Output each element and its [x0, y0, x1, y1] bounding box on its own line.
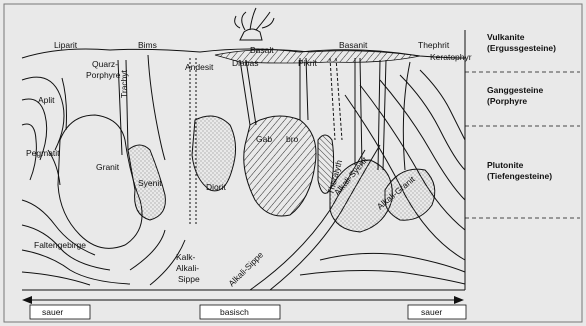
label-trachyt: Trachyt — [119, 69, 129, 98]
acidity-scale: sauer basisch sauer — [22, 296, 466, 319]
zone-plutonite-subtitle: (Tiefengesteine) — [487, 171, 552, 181]
label-bims: Bims — [138, 40, 157, 50]
label-porphyre: Porphyre — [86, 70, 121, 80]
label-faltengebirge: Faltengebirge — [34, 240, 86, 250]
label-quarz: Quarz- — [92, 59, 118, 69]
label-alkali: Alkali- — [176, 263, 199, 273]
zone-vulkanite-title: Vulkanite — [487, 32, 525, 42]
diorit-body — [192, 116, 236, 191]
granit-pluton — [58, 115, 142, 248]
label-syenit: Syenit — [138, 178, 162, 188]
scale-middle-label: basisch — [220, 307, 249, 317]
label-aplit: Aplit — [38, 95, 55, 105]
label-liparit: Liparit — [54, 40, 78, 50]
zone-ganggesteine-subtitle: (Porphyre — [487, 96, 527, 106]
label-pikrit: Pikrit — [298, 58, 318, 68]
label-bro: bro — [286, 134, 299, 144]
label-granit: Granit — [96, 162, 120, 172]
label-diabas: Diabas — [232, 58, 258, 68]
label-basalt: Basalt — [250, 45, 274, 55]
label-andesit: Andesit — [185, 62, 214, 72]
pikrit-dike — [330, 58, 342, 140]
cross-section — [22, 30, 465, 290]
label-sippe: Sippe — [178, 274, 200, 284]
zone-ganggesteine-title: Ganggesteine — [487, 85, 543, 95]
scale-left-label: sauer — [42, 307, 63, 317]
scale-right-label: sauer — [421, 307, 442, 317]
volcanic-eruption — [235, 8, 274, 40]
zone-vulkanite-subtitle: (Ergussgesteine) — [487, 43, 556, 53]
label-thephrit: Thephrit — [418, 40, 450, 50]
label-diorit: Diorit — [206, 182, 226, 192]
zone-plutonite-title: Plutonite — [487, 160, 524, 170]
label-pegmatit: Pegmatit — [26, 148, 60, 158]
label-gab: Gab — [256, 134, 272, 144]
label-keratophyr: Keratophyr — [430, 52, 472, 62]
gabbro-body — [244, 116, 316, 216]
label-kalk: Kalk- — [176, 252, 196, 262]
label-basanit: Basanit — [339, 40, 368, 50]
